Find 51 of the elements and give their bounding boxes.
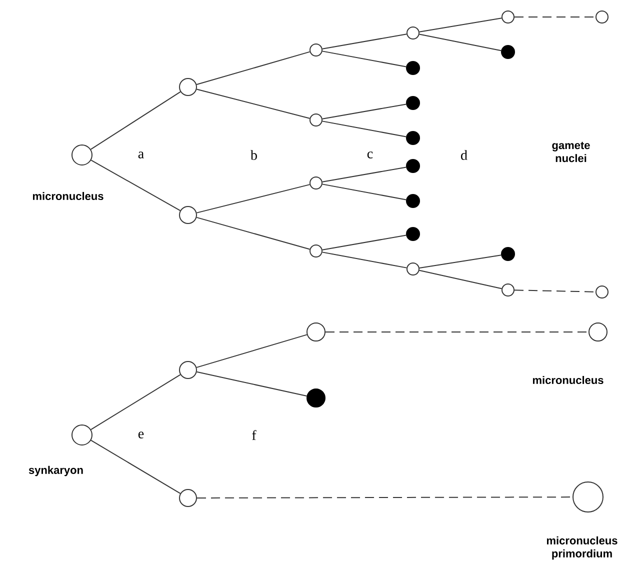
connector-line [418,270,502,290]
filled-dot [406,96,420,110]
stage-letter: b [250,150,257,160]
connector-line [322,184,407,200]
connector-line [322,50,407,68]
connector-line [418,18,502,32]
open-circle [588,322,608,342]
connector-line [196,334,308,368]
node-label: micronucleus primordium [546,536,618,560]
connector-line [196,371,308,396]
open-circle [179,78,197,96]
stage-letter: c [367,152,373,158]
open-circle [179,206,197,224]
stage-letter: a [138,152,144,158]
node-label: micronucleus [32,192,104,200]
connector-line [322,120,407,138]
open-circle [310,176,322,190]
connector-line [90,91,181,150]
open-circle [306,322,326,342]
stage-letter: e [138,432,144,438]
filled-dot [501,247,515,261]
connector-line [322,166,407,182]
filled-dot [406,227,420,241]
connector-line [418,34,502,52]
open-circle [310,44,322,56]
connector-line [196,88,310,119]
connector-line [322,234,407,250]
connector-line [418,254,502,268]
filled-dot [406,159,420,173]
connector-line [322,104,407,120]
connector-line [90,374,181,430]
node-label: micronucleus [532,376,604,384]
connector-line [196,51,310,85]
connector-line [514,16,596,18]
node-label: synkaryon [28,466,83,476]
open-circle [179,489,197,507]
open-circle [72,144,92,166]
connector-line [196,184,310,214]
connector-line [90,440,181,494]
text-label: gamete nuclei [552,142,590,162]
connector-line [514,290,596,292]
stage-letter: d [461,150,468,160]
connector-line [90,160,181,212]
filled-dot [306,388,326,408]
stage-letter: f [252,430,256,440]
connector-line [196,496,573,498]
connector-line [322,34,408,50]
connector-line [322,252,408,268]
connector-line [196,216,310,250]
open-circle [572,482,604,512]
open-circle [72,424,92,446]
